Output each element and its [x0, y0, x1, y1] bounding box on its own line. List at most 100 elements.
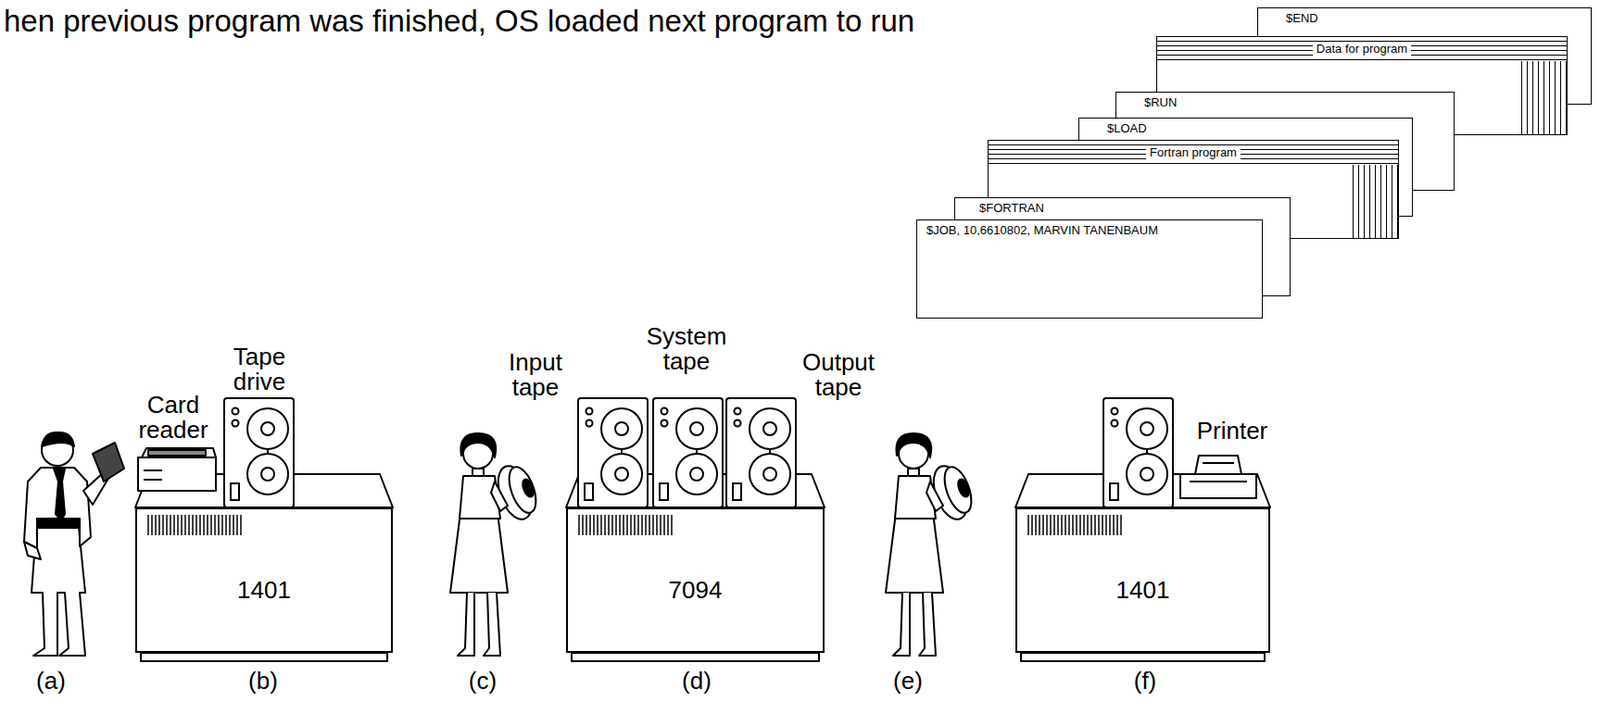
vent-stripe — [214, 515, 216, 536]
punch-card: $JOB, 10,6610802, MARVIN TANENBAUM — [916, 219, 1263, 319]
card-label: Fortran program — [1146, 145, 1241, 160]
figure-letter: (e) — [893, 668, 923, 694]
figure-letter: (c) — [468, 668, 497, 694]
device-label: Tape drive — [213, 344, 306, 396]
tape-drive-panel — [230, 483, 240, 501]
vent-stripe — [195, 515, 198, 536]
node-text: $RUN — [1144, 95, 1454, 110]
vent-stripe — [1105, 515, 1108, 536]
vent-stripe — [1075, 515, 1078, 536]
vent-stripe — [629, 515, 632, 536]
tape-path — [1146, 449, 1148, 454]
vent-stripe — [648, 515, 651, 536]
vent-stripe — [1094, 515, 1097, 536]
vent-stripe — [1112, 515, 1115, 536]
vent-stripe — [581, 515, 584, 536]
node-text: 1401 — [237, 576, 291, 605]
tape-hub — [1140, 467, 1154, 481]
vent-stripe — [633, 515, 636, 536]
node-text: $FORTRAN — [979, 201, 1290, 215]
node-text: 1401 — [1116, 576, 1171, 605]
vent-stripe — [184, 515, 187, 536]
tape-hub — [763, 467, 777, 481]
vent-stripe — [626, 515, 629, 536]
vent-stripe — [659, 515, 662, 536]
vent-stripe — [236, 515, 239, 536]
vent-stripe — [607, 515, 610, 536]
tape-drive — [578, 398, 648, 508]
tape-reel — [247, 453, 289, 495]
vent-stripe — [1027, 515, 1030, 536]
machine-plinth — [1020, 653, 1265, 662]
vent-stripe — [604, 515, 606, 536]
vent-stripe — [191, 515, 194, 536]
indicator-light — [661, 408, 668, 416]
device-label: Input tape — [489, 350, 582, 402]
vent-stripe — [1068, 515, 1071, 536]
vent-stripe — [1108, 515, 1111, 536]
figure-letter: (a) — [36, 668, 66, 694]
computer-box: 7094 — [566, 507, 825, 654]
tape-reel — [601, 408, 643, 450]
vent-stripe — [169, 515, 172, 536]
vent-stripe — [221, 515, 224, 536]
vent-stripe — [176, 515, 179, 536]
tape-reel — [749, 408, 791, 450]
card-label: Data for program — [1312, 41, 1412, 56]
vent-stripe — [655, 515, 658, 536]
tape-reel — [1126, 408, 1168, 450]
tape-hub — [690, 467, 704, 481]
vent-stripe — [162, 515, 164, 536]
computer-box: 1401 — [1015, 507, 1271, 654]
vent-stripe — [637, 515, 640, 536]
card-reader-top — [141, 448, 216, 458]
indicator-light — [232, 420, 240, 428]
tape-reel — [247, 408, 289, 450]
card-reader — [138, 457, 216, 492]
vent-stripe — [1042, 515, 1045, 536]
tape-path — [620, 449, 623, 454]
vent-stripe — [173, 515, 176, 536]
vent-stripe — [202, 515, 205, 536]
vent-stripe — [1057, 515, 1059, 536]
vent-stripe — [1086, 515, 1089, 536]
tape-drive — [726, 398, 796, 508]
device-label: Output tape — [792, 350, 885, 402]
tape-path — [695, 449, 698, 454]
vent-stripe — [592, 515, 595, 536]
vent-stripe — [622, 515, 625, 536]
node-text: $END — [1285, 11, 1591, 26]
vent-stripe — [667, 515, 669, 536]
vent-stripe — [663, 515, 666, 536]
tape-hub — [690, 422, 704, 436]
indicator-light — [661, 420, 668, 428]
vent-stripe — [652, 515, 655, 536]
node-text: Data for program — [1157, 41, 1567, 56]
tape-reel — [749, 453, 791, 495]
figure-letter: (b) — [248, 668, 278, 694]
node-text: $LOAD — [1107, 121, 1412, 136]
indicator-light — [734, 420, 742, 428]
vent-stripe — [1079, 515, 1082, 536]
tape-hub — [763, 422, 777, 436]
vent-stripe — [206, 515, 209, 536]
tape-drive — [224, 398, 294, 508]
tape-drive-panel — [732, 483, 742, 501]
vent-stripe — [154, 515, 157, 536]
indicator-light — [1111, 420, 1119, 428]
vent-stripe — [158, 515, 161, 536]
vent-stripe — [1090, 515, 1093, 536]
tape-hub — [1140, 422, 1154, 436]
vent-stripe — [615, 515, 618, 536]
printer-paper — [1195, 455, 1242, 475]
tape-drive — [1103, 398, 1173, 508]
vent-stripe — [600, 515, 603, 536]
tape-hub — [261, 422, 275, 436]
tape-drive-panel — [1109, 483, 1119, 501]
vent-stripe — [199, 515, 202, 536]
vent-stripe — [188, 515, 190, 536]
tape-drive-panel — [659, 483, 668, 501]
tape-drive-body — [224, 398, 294, 508]
tape-drive-body — [653, 398, 723, 508]
vent-stripe — [1038, 515, 1041, 536]
